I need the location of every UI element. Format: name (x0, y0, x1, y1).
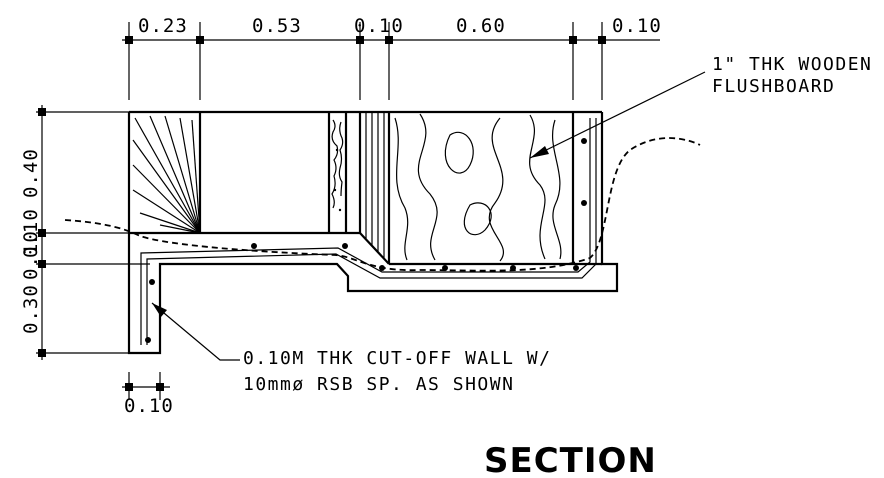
dim-left-3: 0.10 (20, 230, 42, 280)
dim-bottom: 0.10 (124, 395, 174, 417)
dim-top-4: 0.60 (456, 15, 506, 37)
left-dimension-line (36, 105, 150, 360)
bottom-dimension-line (122, 372, 170, 400)
section-outline (127, 110, 619, 355)
top-dimension-line (122, 22, 660, 100)
radial-hatch (132, 115, 201, 234)
note-cutoff-line1: 0.10M THK CUT-OFF WALL W/ (243, 348, 551, 369)
wood-grain (394, 113, 562, 262)
note-flushboard-line2: FLUSHBOARD (712, 76, 835, 97)
note-cutoff-line2: 10mmø RSB SP. AS SHOWN (243, 374, 514, 395)
dim-top-1: 0.23 (138, 15, 188, 37)
section-title: SECTION (484, 441, 657, 478)
concrete-strip (331, 119, 344, 212)
dim-top-3: 0.10 (354, 15, 404, 37)
leaders (151, 71, 706, 361)
dim-top-2: 0.53 (252, 15, 302, 37)
rebar (140, 118, 597, 345)
dim-top-5: 0.10 (612, 15, 662, 37)
dim-left-1: 0.40 (20, 148, 42, 198)
dim-left-4: 0.30 (20, 284, 42, 334)
ground-line (64, 137, 701, 272)
note-flushboard-line1: 1" THK WOODEN (712, 54, 872, 75)
dim-left-2: 0.10 (20, 208, 42, 258)
